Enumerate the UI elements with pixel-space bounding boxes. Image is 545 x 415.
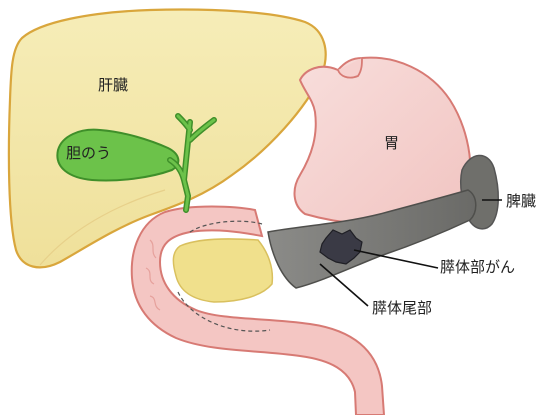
label-spleen: 脾臓 [506, 192, 536, 210]
label-liver: 肝臓 [98, 76, 128, 94]
label-gallbladder: 胆のう [66, 144, 111, 162]
label-pancreatic-body-cancer: 膵体部がん [440, 258, 515, 276]
label-pancreatic-body-tail: 膵体尾部 [372, 299, 432, 317]
label-stomach: 胃 [384, 134, 399, 152]
pancreas-head [173, 239, 272, 302]
